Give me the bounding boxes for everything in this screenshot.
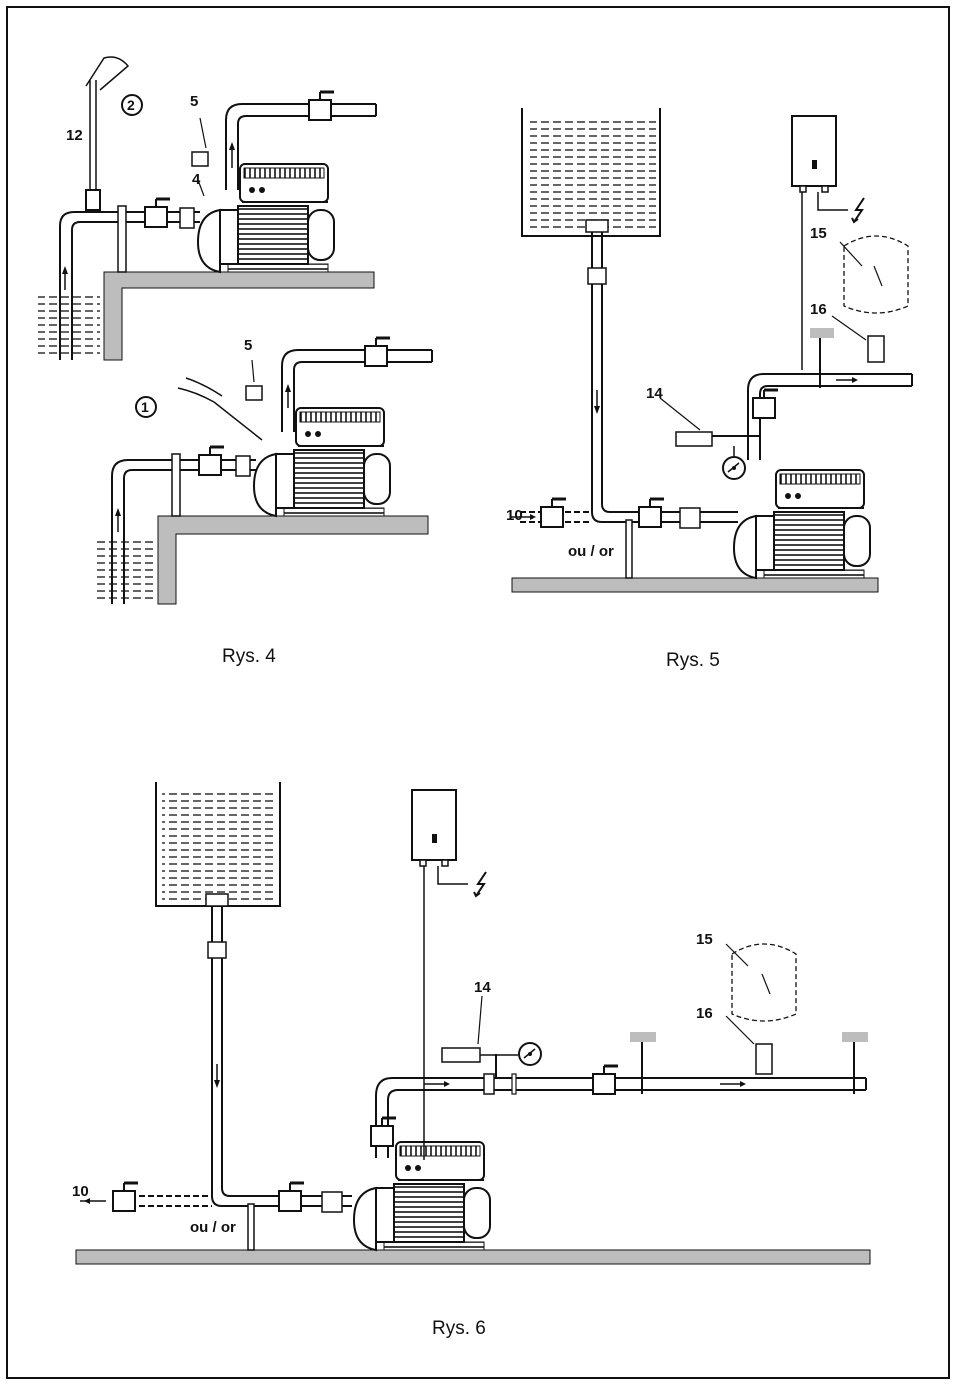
label-ou-or: ou / or [190,1219,236,1236]
label-1: 1 [141,399,149,415]
figure-6: 15 16 14 10 ou / or [72,782,871,1265]
label-5-bottom: 5 [244,337,252,354]
caption-fig6: Rys. 6 [432,1318,486,1339]
figure-5: 15 16 14 10 ou / or [506,108,913,593]
page-frame [6,6,950,1379]
label-14: 14 [646,385,663,402]
caption-fig4: Rys. 4 [222,646,276,667]
label-ou-or: ou / or [568,543,614,560]
label-12: 12 [66,127,83,144]
water-reservoir [38,296,100,358]
label-10: 10 [506,507,523,524]
water-tank [530,118,656,230]
floor [75,1249,871,1265]
label-16: 16 [810,301,827,318]
label-15: 15 [810,225,827,242]
label-10: 10 [72,1183,89,1200]
ground-slab [103,271,375,361]
label-15: 15 [696,931,713,948]
water-tank [162,792,274,900]
label-16: 16 [696,1005,713,1022]
label-14: 14 [474,979,491,996]
floor [511,577,879,593]
figure-4: 12 2 5 4 5 [38,56,433,605]
label-4: 4 [192,171,201,188]
label-2: 2 [127,97,135,113]
step-1-badge [135,396,157,418]
label-5-top: 5 [190,93,198,110]
caption-fig5: Rys. 5 [666,650,720,671]
step-2-badge [121,94,143,116]
